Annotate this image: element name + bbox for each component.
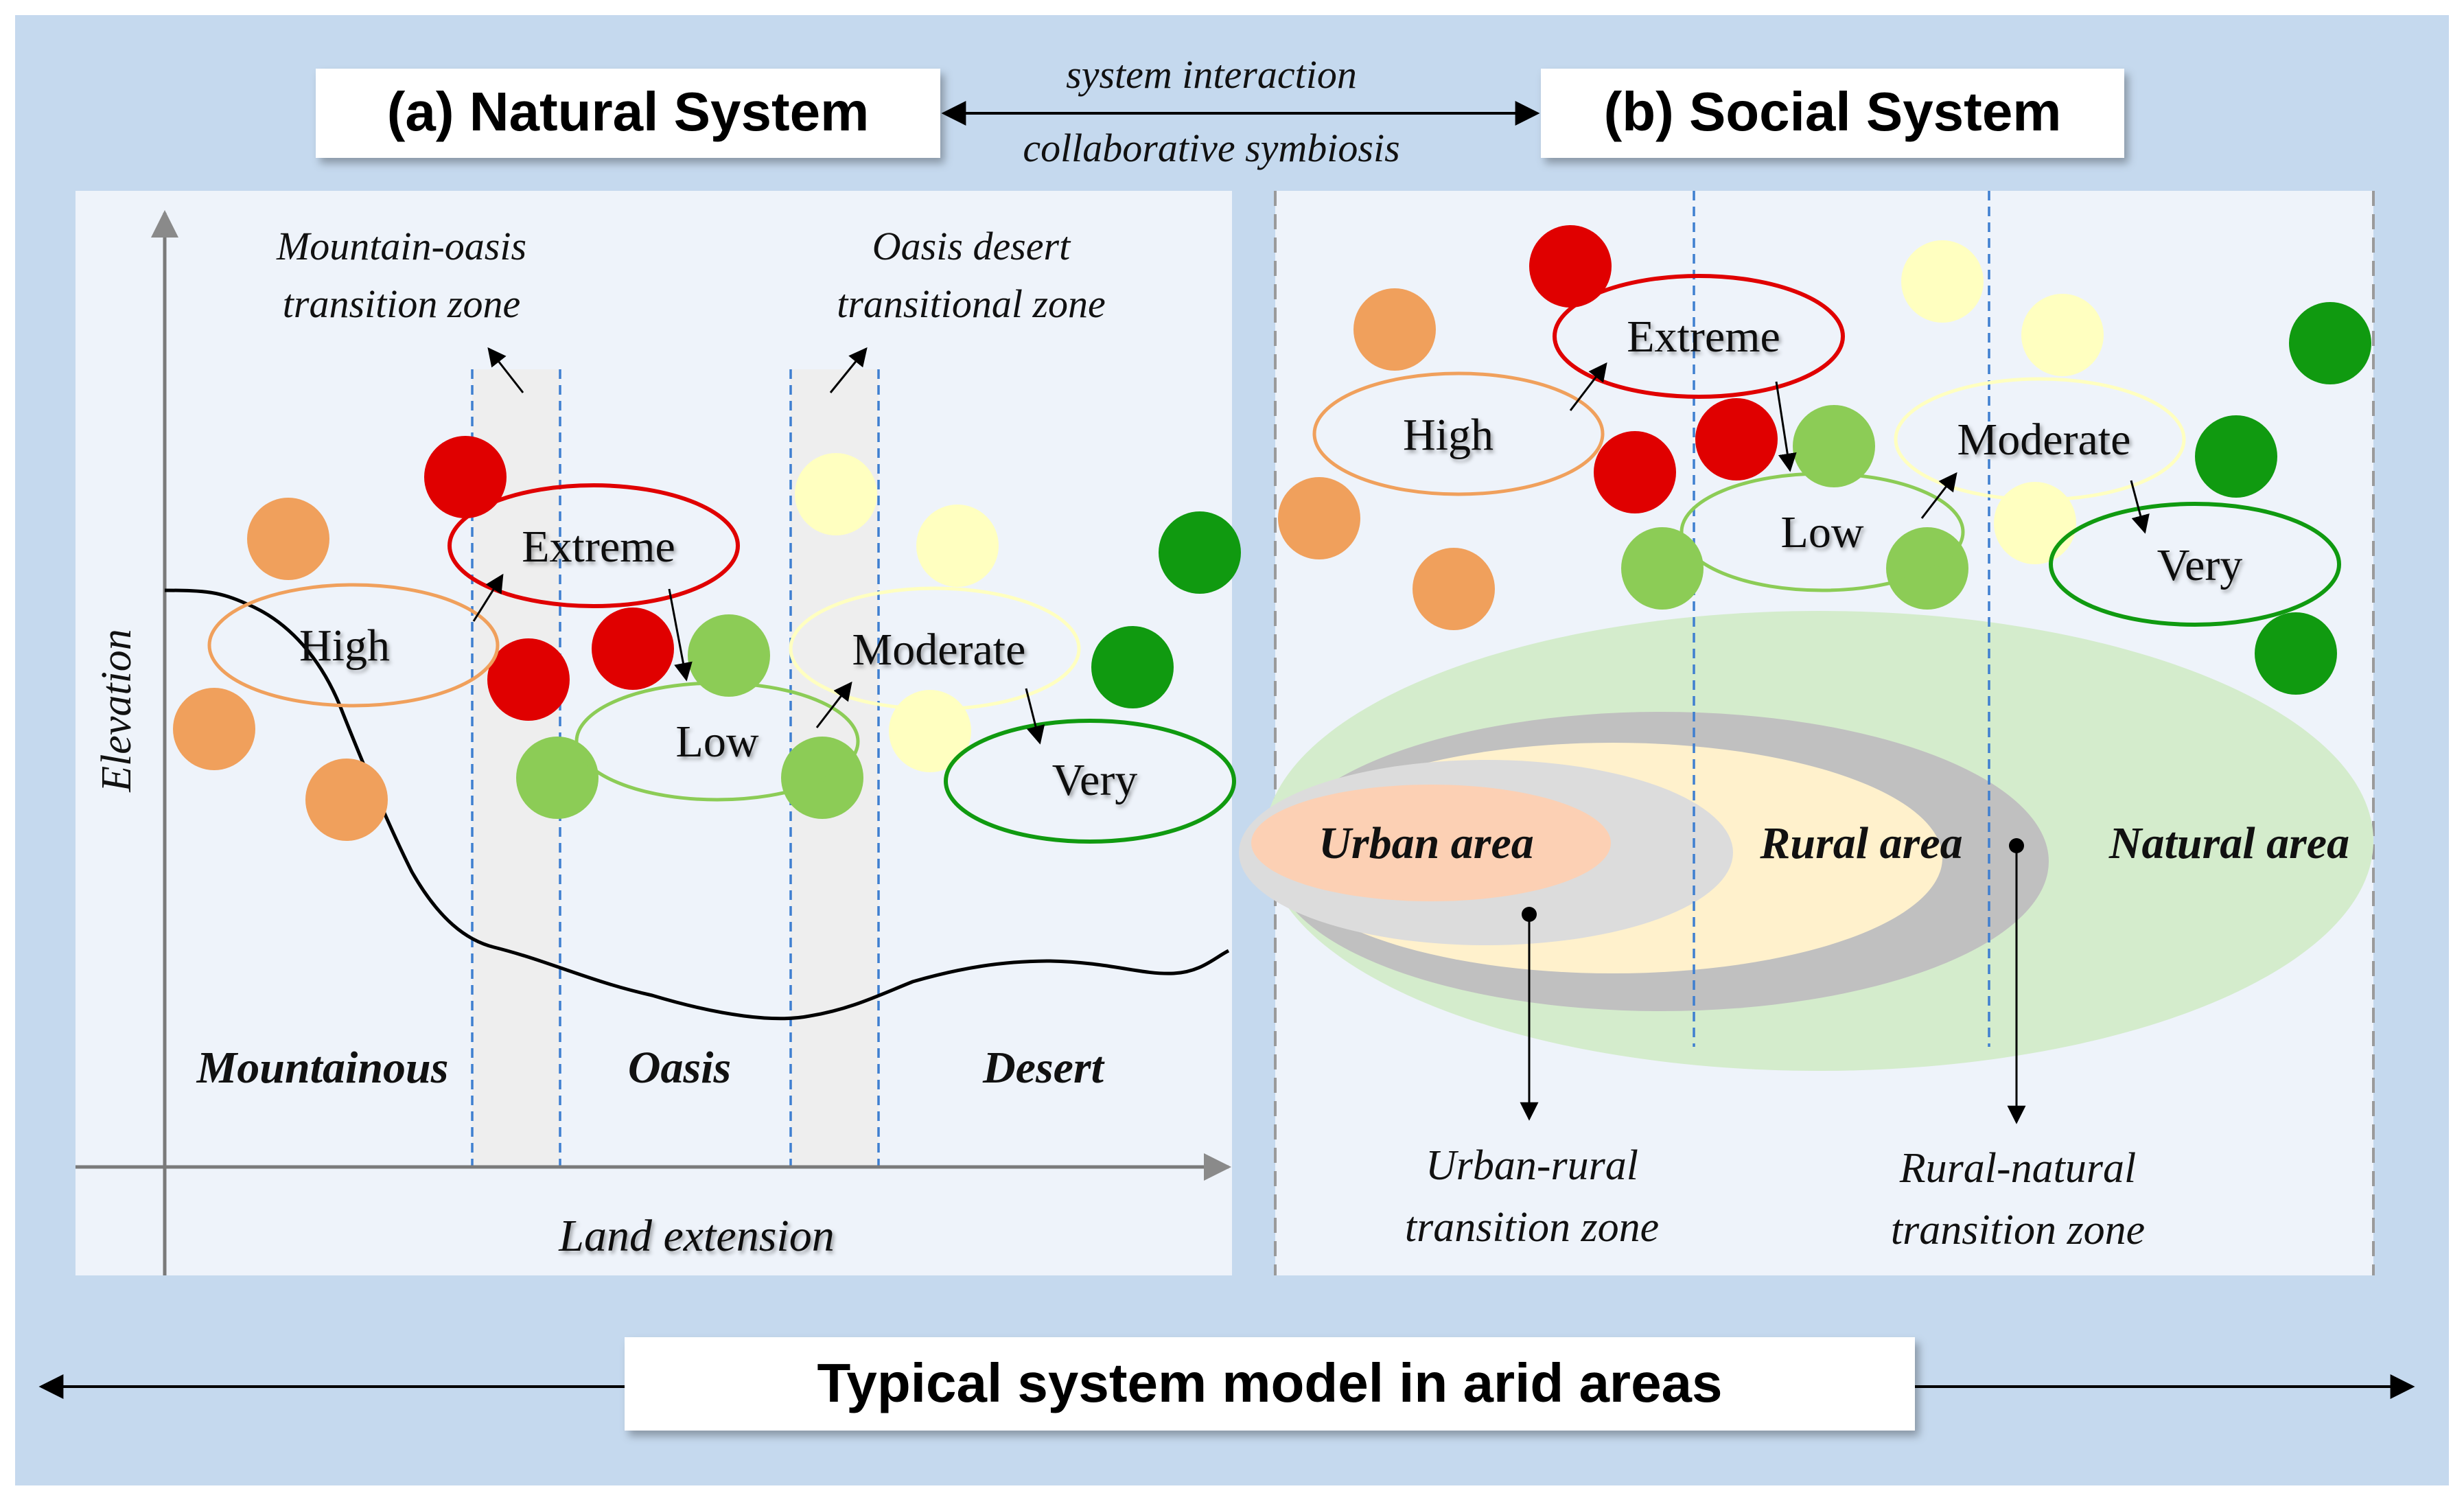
low-ellipse <box>574 681 860 802</box>
social-system-panel: Urban area Rural area Natural area Urban… <box>1239 191 2375 1275</box>
rural-area-label: Rural area <box>1759 818 1962 868</box>
urban-rural-zone-line1: Urban-rural <box>1426 1142 1638 1189</box>
zone2-label-line2: transitional zone <box>837 281 1106 326</box>
zone1-pointer-arrow <box>487 347 524 393</box>
very-circle <box>2289 302 2371 384</box>
social-title-box <box>1541 69 2124 158</box>
moderate-circle <box>2021 294 2104 376</box>
zone2-pointer-arrow <box>829 347 868 393</box>
very-label: Very <box>1052 755 1138 805</box>
moderate-ellipse <box>789 586 1081 711</box>
low-circle <box>516 737 598 819</box>
low-circle <box>1886 527 1968 610</box>
high-ellipse <box>207 583 500 708</box>
very-circle <box>1159 511 1241 594</box>
region-oasis: Oasis <box>628 1043 731 1093</box>
moderate-ellipse <box>1894 377 2186 502</box>
moderate-to-very-arrow <box>1025 688 1045 745</box>
elevation-axis-label: Elevation <box>93 629 140 793</box>
zone1-label-line2: transition zone <box>283 281 520 326</box>
low-circle <box>781 737 863 819</box>
very-label: Very <box>2157 540 2243 590</box>
very-circle <box>2195 415 2277 498</box>
low-to-moderate-arrow <box>1920 472 1957 519</box>
moderate-label: Moderate <box>1957 415 2131 465</box>
urban-area-label: Urban area <box>1318 818 1534 868</box>
interaction-bottom-label: collaborative symbiosis <box>1023 126 1399 170</box>
zone2-label-line1: Oasis desert <box>872 224 1071 268</box>
low-to-moderate-arrow <box>815 681 852 728</box>
natural-title-box <box>316 69 940 158</box>
social-title: (b) Social System <box>1604 81 2062 142</box>
region-desert: Desert <box>982 1043 1105 1093</box>
moderate-circle <box>795 453 877 535</box>
zone1-label-line1: Mountain-oasis <box>276 224 526 268</box>
extreme-label: Extreme <box>1627 312 1780 362</box>
urban-rural-zone-line2: transition zone <box>1405 1204 1659 1251</box>
high-circle <box>247 498 329 580</box>
high-circle <box>1353 288 1436 371</box>
rural-natural-zone-line2: transition zone <box>1891 1207 2145 1253</box>
high-label: High <box>1403 410 1493 460</box>
high-circle <box>1413 548 1495 630</box>
region-mountainous: Mountainous <box>196 1043 449 1093</box>
rural-natural-zone-line1: Rural-natural <box>1899 1145 2136 1192</box>
terrain-elevation-curve <box>164 588 1230 1021</box>
high-ellipse <box>1312 371 1605 496</box>
very-circle <box>1091 626 1174 708</box>
extreme-to-low-arrow <box>1775 381 1797 472</box>
extreme-ellipse <box>448 483 740 608</box>
moderate-to-very-arrow <box>2130 480 2150 534</box>
very-ellipse <box>2049 502 2341 627</box>
footer-title-box <box>625 1337 1915 1431</box>
extreme-circle <box>1529 225 1612 308</box>
moderate-circle <box>889 690 971 772</box>
high-circle <box>305 759 388 841</box>
low-circle <box>688 614 770 697</box>
moderate-circle <box>916 505 999 587</box>
high-label: High <box>299 621 390 671</box>
extreme-circle <box>592 608 674 690</box>
extreme-circle <box>424 436 507 518</box>
extreme-ellipse <box>1553 274 1845 399</box>
moderate-circle <box>1994 482 2076 564</box>
moderate-circle <box>1901 240 1984 323</box>
interaction-top-label: system interaction <box>1066 52 1357 97</box>
low-label: Low <box>676 717 759 767</box>
footer-title: Typical system model in arid areas <box>817 1352 1722 1413</box>
high-circle <box>173 688 255 770</box>
urban-area-ellipse <box>1251 785 1611 901</box>
very-ellipse <box>944 719 1236 844</box>
very-circle <box>2255 612 2337 695</box>
high-to-extreme-arrow <box>1569 362 1607 411</box>
extreme-circle <box>487 638 570 721</box>
natural-system-panel: Mountain-oasis transition zone Oasis des… <box>75 191 1241 1275</box>
high-to-extreme-arrow <box>472 573 504 622</box>
low-ellipse <box>1680 472 1965 592</box>
natural-title: (a) Natural System <box>387 81 869 142</box>
extreme-circle <box>1695 398 1778 481</box>
land-extension-axis-label: Land extension <box>558 1211 834 1261</box>
natural-area-label: Natural area <box>2108 818 2349 868</box>
low-circle <box>1621 527 1704 610</box>
high-circle <box>1278 477 1360 559</box>
extreme-to-low-arrow <box>668 588 693 682</box>
extreme-label: Extreme <box>522 522 675 572</box>
low-label: Low <box>1781 507 1864 557</box>
low-circle <box>1793 405 1875 487</box>
moderate-label: Moderate <box>852 625 1026 675</box>
extreme-circle <box>1594 431 1676 513</box>
